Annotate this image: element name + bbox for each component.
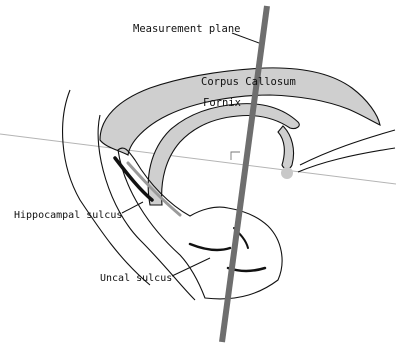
measurement-plane-bar (222, 6, 267, 342)
corpus-callosum-label: Corpus Callosum (201, 76, 296, 88)
fornix-tail-shape (278, 126, 294, 169)
fornix-label: Fornix (203, 97, 241, 109)
uncal-sulcus-mark-upper (190, 244, 230, 250)
measurement-plane-label: Measurement plane (133, 23, 240, 35)
hippocampal-sulcus-band (115, 158, 152, 200)
fornix-shape (148, 104, 299, 205)
lower-curve-shape (298, 130, 395, 172)
uncal-sulcus-leader (172, 258, 210, 276)
uncal-sulcus-label: Uncal sulcus (100, 273, 172, 284)
hippocampal-sulcus-label: Hippocampal sulcus (14, 210, 122, 221)
horizontal-plane-line (0, 134, 396, 184)
intersection-dot (281, 167, 293, 179)
intersection-bracket (231, 152, 240, 160)
